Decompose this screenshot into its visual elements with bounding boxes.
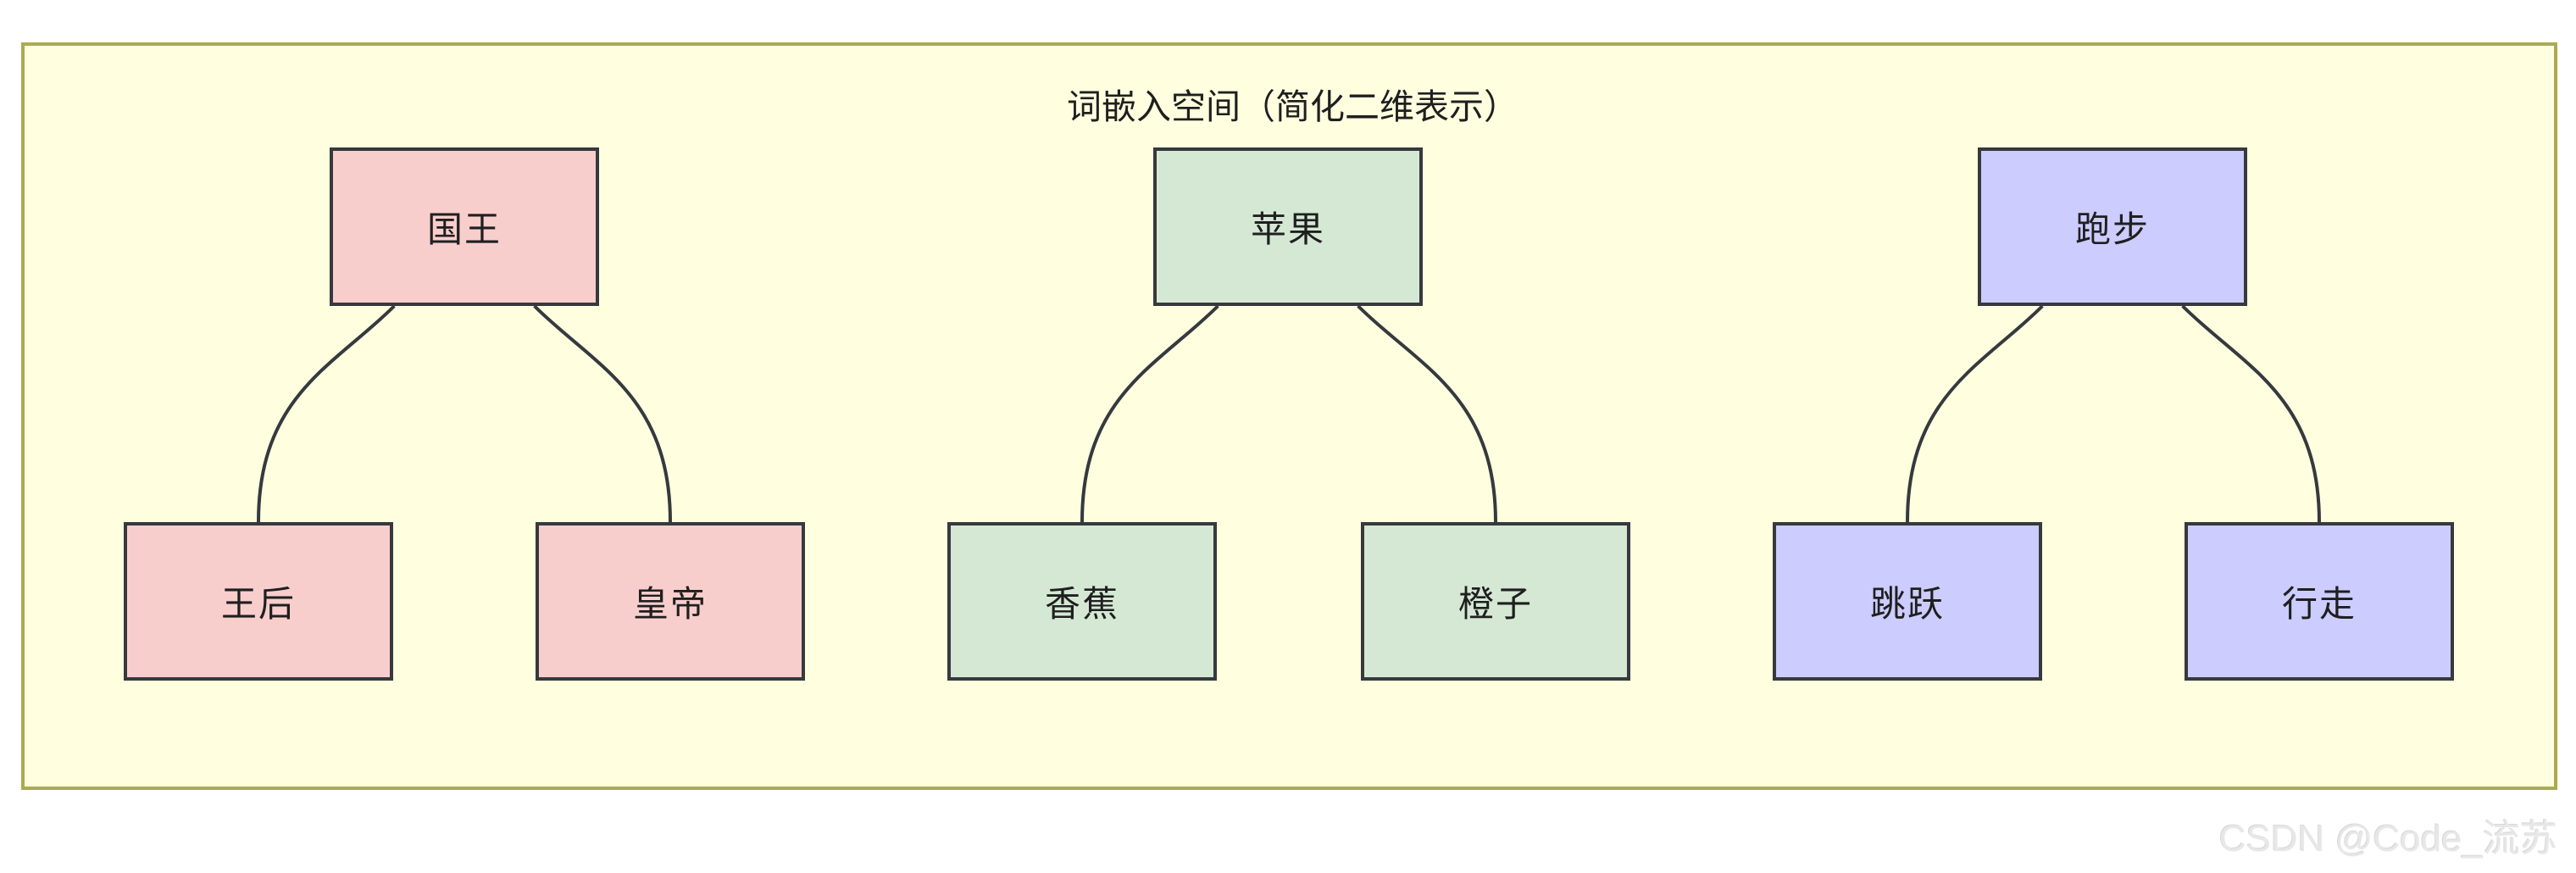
csdn-watermark: CSDN @Code_流苏 [2218, 818, 2557, 859]
node-label: 跑步 [2074, 209, 2150, 249]
node-fruit-child-1[interactable]: 橙子 [1361, 522, 1630, 681]
node-fruit-parent[interactable]: 苹果 [1153, 147, 1423, 306]
node-motion-child-0[interactable]: 跳跃 [1773, 522, 2042, 681]
node-motion-parent[interactable]: 跑步 [1978, 147, 2247, 306]
node-royalty-child-0[interactable]: 王后 [124, 522, 393, 681]
node-label: 苹果 [1250, 209, 1325, 249]
node-label: 行走 [2281, 584, 2357, 624]
node-label: 皇帝 [632, 584, 708, 624]
node-label: 国王 [426, 209, 502, 249]
node-motion-child-1[interactable]: 行走 [2185, 522, 2454, 681]
page-title: 词嵌入空间（简化二维表示） [1067, 87, 1518, 126]
node-royalty-child-1[interactable]: 皇帝 [536, 522, 805, 681]
node-royalty-parent[interactable]: 国王 [330, 147, 599, 306]
node-label: 橙子 [1457, 584, 1533, 624]
node-label: 王后 [220, 584, 296, 624]
node-fruit-child-0[interactable]: 香蕉 [947, 522, 1217, 681]
node-label: 香蕉 [1044, 584, 1119, 624]
node-label: 跳跃 [1869, 584, 1945, 624]
